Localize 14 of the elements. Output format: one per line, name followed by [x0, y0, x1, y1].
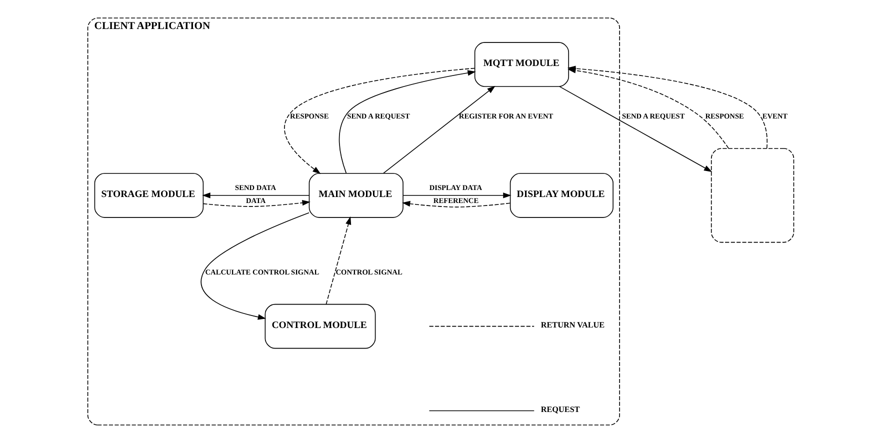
- legend-label: RETURN VALUE: [540, 320, 604, 330]
- edge-label: REFERENCE: [432, 196, 478, 205]
- edge-label: DISPLAY DATA: [428, 182, 482, 192]
- edge-label: RESPONSE: [290, 111, 328, 120]
- edge-label: REGISTER FOR AN EVENT: [458, 111, 553, 120]
- edge-label: CONTROL SIGNAL: [335, 267, 402, 276]
- edge-label: SEND A REQUEST: [346, 111, 410, 120]
- edge-label: CALCULATE CONTROL SIGNAL: [204, 267, 319, 276]
- edge-label: SEND DATA: [234, 182, 276, 192]
- edge-label: SEND A REQUEST: [622, 111, 684, 120]
- legend-label: REQUEST: [540, 404, 580, 414]
- edge-label: EVENT: [762, 111, 788, 120]
- edge-label: DATA: [246, 196, 266, 205]
- edge-label: RESPONSE: [704, 111, 744, 120]
